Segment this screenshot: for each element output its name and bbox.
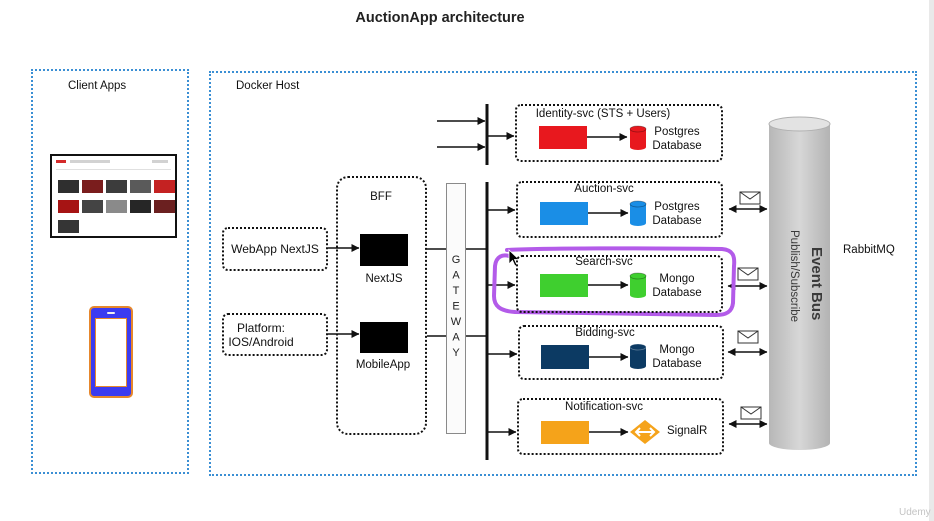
search-svc-label: Search-svc [575, 256, 633, 268]
listing-thumbnail [58, 180, 79, 193]
notification-svc-block [541, 421, 589, 444]
bidding-svc-label: Bidding-svc [575, 327, 635, 339]
search-db-word: Database [652, 287, 702, 299]
search-svc-highlight [492, 246, 737, 317]
search-svc-block [540, 274, 588, 297]
identity-db-type: Postgres [654, 126, 700, 138]
identity-svc-label: Identity-svc (STS + Users) [535, 108, 671, 120]
identity-db-label: Postgres Database [646, 125, 708, 153]
signalr-label: SignalR [667, 425, 708, 437]
listing-thumbnail [106, 200, 127, 213]
webapp-nextjs-label: WebApp NextJS [231, 242, 319, 256]
webapp-nextjs-box: WebApp NextJS [222, 227, 328, 271]
auction-db-label: Postgres Database [646, 200, 708, 228]
listing-thumbnail [58, 200, 79, 213]
envelope-icon [739, 191, 761, 205]
notification-svc-box [517, 398, 724, 455]
docker-host-label: Docker Host [236, 80, 300, 92]
auction-db-type: Postgres [654, 201, 700, 213]
gateway: GATEWAY [446, 183, 466, 434]
database-cylinder-icon [629, 125, 647, 150]
envelope-icon [737, 267, 759, 281]
database-cylinder-icon [629, 272, 647, 298]
auction-svc-block [540, 202, 588, 225]
notification-svc-label: Notification-svc [565, 401, 643, 413]
listing-thumbnail [58, 220, 79, 233]
bidding-db-label: Mongo Database [646, 343, 708, 371]
auction-svc-label: Auction-svc [574, 183, 634, 195]
mobile-phone-icon [89, 306, 133, 398]
docker-host-container [209, 71, 917, 476]
gateway-label: GATEWAY [450, 254, 462, 363]
identity-db-word: Database [652, 140, 702, 152]
client-apps-label: Client Apps [68, 80, 127, 92]
auction-db-word: Database [652, 215, 702, 227]
identity-svc-block [539, 126, 587, 149]
platform-box: Platform: IOS/Android [222, 313, 328, 356]
listing-thumbnail [130, 180, 151, 193]
client-apps-container [31, 69, 189, 474]
event-bus-subtitle: Publish/Subscribe [788, 230, 800, 323]
listing-thumbnail [82, 180, 103, 193]
bidding-svc-block [541, 345, 589, 369]
event-bus-title: Event Bus [808, 247, 825, 321]
mobileapp-label: MobileApp [355, 359, 411, 371]
bidding-svc-box [518, 325, 724, 380]
envelope-icon [737, 330, 759, 344]
envelope-icon [740, 406, 762, 420]
phone-speaker [107, 312, 115, 314]
laptop-screenshot-icon [50, 154, 177, 238]
database-cylinder-icon [629, 343, 647, 369]
bff-label: BFF [370, 191, 392, 203]
phone-screen [95, 318, 127, 387]
bidding-db-type: Mongo [659, 344, 695, 356]
auction-svc-box [516, 181, 723, 238]
platform-os-label: IOS/Android [228, 334, 294, 349]
mobileapp-block [360, 322, 408, 353]
event-bus-cylinder [768, 116, 831, 451]
bff-box [336, 176, 427, 435]
identity-svc-box [515, 104, 723, 162]
laptop-logo-mark [56, 160, 66, 163]
laptop-header-bar [70, 160, 110, 163]
udemy-watermark: Udemy [899, 507, 931, 518]
listing-thumbnail [106, 180, 127, 193]
listing-thumbnail [154, 180, 175, 193]
signalr-icon [630, 420, 660, 444]
nextjs-block [360, 234, 408, 266]
laptop-header-bar [152, 160, 168, 163]
bidding-db-word: Database [652, 358, 702, 370]
diagram-title: AuctionApp architecture [355, 10, 525, 26]
listing-thumbnail [154, 200, 175, 213]
listing-thumbnail [82, 200, 103, 213]
rabbitmq-label: RabbitMQ [843, 244, 895, 256]
nextjs-label: NextJS [365, 273, 403, 285]
right-edge-strip [929, 0, 934, 521]
listing-thumbnail [130, 200, 151, 213]
search-db-type: Mongo [659, 273, 695, 285]
search-svc-box [516, 255, 723, 313]
database-cylinder-icon [629, 200, 647, 226]
platform-label: Platform: [236, 320, 285, 335]
search-db-label: Mongo Database [646, 272, 708, 300]
laptop-divider [56, 169, 171, 170]
